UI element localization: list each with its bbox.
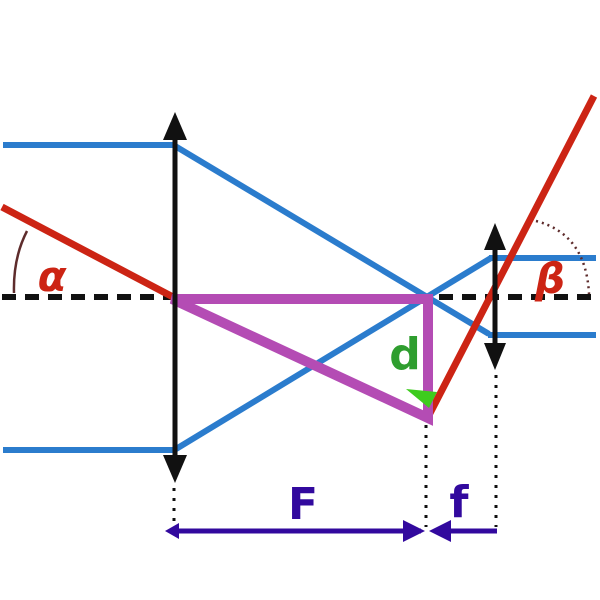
blue-ray-converging-up: [174, 255, 493, 452]
objective-lens-arrowhead-down: [163, 455, 187, 483]
eyepiece-lens-arrow: [484, 223, 506, 370]
beta-angle-arc: [535, 219, 591, 295]
blue-ray-converging-down: [173, 143, 491, 337]
f-big-arrowhead-left-icon: [165, 523, 179, 539]
alpha-angle-label: α: [38, 252, 68, 301]
red-ray-incoming: [0, 203, 175, 301]
objective-lens-arrowhead-up: [163, 112, 187, 140]
alpha-angle-arc: [12, 230, 29, 294]
eyepiece-lens-arrowhead-up: [484, 223, 506, 250]
image-size-label: d: [389, 329, 421, 380]
f-big-arrowhead-right-icon: [403, 520, 425, 542]
objective-focal-label: F: [288, 479, 318, 530]
red-ray-outgoing: [423, 94, 598, 421]
magenta-triangle: [169, 294, 433, 426]
beta-angle-label: β: [534, 254, 565, 303]
image-size-arrowhead-icon: [406, 389, 437, 408]
objective-focal-dimension-arrow: [165, 520, 425, 542]
objective-lens-arrow: [163, 112, 187, 483]
eyepiece-focal-label: f: [449, 477, 469, 528]
eyepiece-focal-dimension-arrow: [429, 520, 497, 542]
f-small-arrowhead-left-icon: [429, 520, 451, 542]
eyepiece-lens-arrowhead-down: [484, 343, 506, 370]
